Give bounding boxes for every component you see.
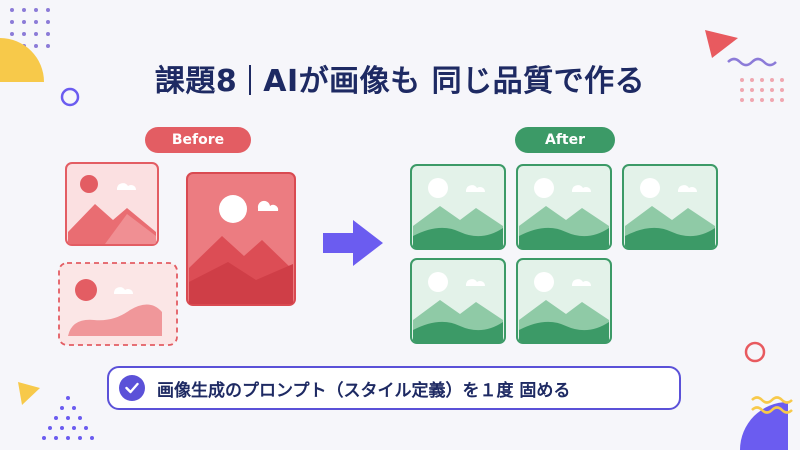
before-image-1 xyxy=(65,162,159,246)
title-divider xyxy=(249,65,252,95)
image-placeholder-icon xyxy=(186,172,296,306)
after-image-4 xyxy=(410,258,506,344)
page-title: 課題8 AIが画像も 同じ品質で作る xyxy=(0,56,800,100)
purple-quarter-circle xyxy=(740,402,788,450)
yellow-quarter-circle xyxy=(0,38,44,82)
purple-wave xyxy=(727,57,777,67)
before-image-2 xyxy=(186,172,296,306)
after-image-5 xyxy=(516,258,612,344)
after-image-3 xyxy=(622,164,718,250)
after-label: After xyxy=(515,127,615,153)
before-image-3 xyxy=(58,262,178,346)
after-image-1 xyxy=(410,164,506,250)
image-placeholder-icon xyxy=(65,162,159,246)
check-circle-icon xyxy=(119,375,145,401)
yellow-triangle xyxy=(18,382,40,405)
yellow-wave-2 xyxy=(751,406,793,414)
dot-grid-top-left xyxy=(10,8,50,48)
bottom-callout-text: 画像生成のプロンプト（スタイル定義）を１度 固める xyxy=(157,380,571,401)
before-label: Before xyxy=(145,127,251,153)
image-placeholder-icon xyxy=(410,164,506,250)
after-image-2 xyxy=(516,164,612,250)
image-placeholder-icon xyxy=(516,258,612,344)
arrow-right-icon xyxy=(321,218,385,272)
image-placeholder-icon xyxy=(410,258,506,344)
image-placeholder-icon xyxy=(622,164,718,250)
dot-grid-top-right xyxy=(740,78,784,102)
yellow-wave-1 xyxy=(751,396,793,404)
bottom-callout: 画像生成のプロンプト（スタイル定義）を１度 固める xyxy=(107,366,681,410)
red-ring xyxy=(744,341,766,363)
title-part-1: 課題8 xyxy=(154,64,238,99)
red-triangle xyxy=(705,30,738,58)
purple-ring xyxy=(60,87,80,107)
image-placeholder-icon xyxy=(58,262,178,346)
dot-grid-bottom-left xyxy=(42,396,94,440)
image-placeholder-icon xyxy=(516,164,612,250)
title-part-2: AIが画像も 同じ品質で作る xyxy=(263,64,646,99)
